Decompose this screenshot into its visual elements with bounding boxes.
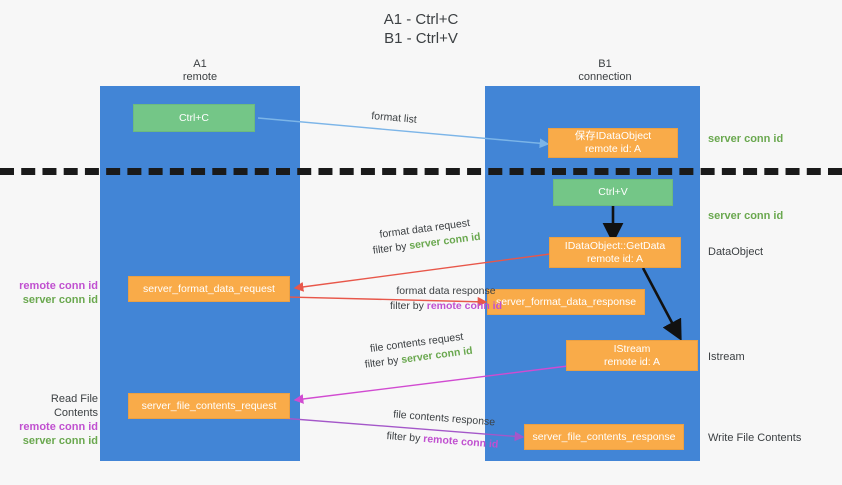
box-idataobject-subtitle: remote id: A — [584, 143, 642, 155]
phase-divider — [0, 168, 842, 175]
label-remote-conn-id-upper: remote conn id — [19, 280, 98, 292]
arrow-format-list — [257, 117, 550, 149]
label-remote-conn-id-lower: remote conn id — [19, 421, 98, 433]
label-conn-ids-upper: remote conn id server conn id — [10, 279, 98, 307]
column-a1-name: A1 — [193, 58, 207, 70]
title-line-2: B1 - Ctrl+V — [384, 30, 458, 47]
box-istream-subtitle: remote id: A — [603, 355, 661, 368]
edge-format-data-response-text: format data response — [396, 285, 496, 297]
box-ctrl-v[interactable]: Ctrl+V — [553, 179, 673, 206]
label-write-file-contents: Write File Contents — [708, 432, 802, 444]
column-b1-name: B1 — [598, 58, 612, 70]
box-ctrl-v-label: Ctrl+V — [598, 186, 628, 198]
box-server-file-contents-response-label: server_file_contents_response — [532, 430, 676, 443]
label-read-file-contents-group: Read File Contents remote conn id server… — [6, 392, 98, 448]
label-server-conn-id-mid: server conn id — [708, 210, 784, 222]
column-a1-subtitle: remote — [182, 71, 218, 83]
box-server-format-data-response[interactable]: server_format_data_response — [487, 289, 645, 315]
column-header-b1: B1 connection — [545, 58, 665, 84]
edge-format-data-request-filter-prefix: filter by — [372, 240, 411, 257]
label-server-conn-id-top: server conn id — [708, 133, 784, 145]
edge-file-contents-request-filter-prefix: filter by — [364, 354, 403, 371]
box-server-file-contents-request-label: server_file_contents_request — [141, 399, 277, 412]
label-server-conn-id-upper: server conn id — [22, 294, 98, 306]
box-idataobject-title: 保存IDataObject — [574, 130, 652, 142]
arrow-file-contents-request — [293, 365, 569, 404]
box-server-format-data-response-label: server_format_data_response — [495, 295, 637, 308]
edge-format-data-response-filter-value: remote conn id — [426, 300, 503, 312]
box-istream-title: IStream — [613, 342, 651, 355]
box-ctrl-c[interactable]: Ctrl+C — [133, 104, 255, 132]
diagram-title: A1 - Ctrl+C B1 - Ctrl+V — [0, 10, 842, 48]
box-getdata-title: IDataObject::GetData — [564, 239, 666, 252]
box-getdata-subtitle: remote id: A — [586, 252, 644, 265]
edge-label-format-data-response: format data response filter by remote co… — [356, 284, 536, 314]
edge-file-contents-response-filter-prefix: filter by — [386, 429, 424, 445]
arrow-format-data-request — [293, 253, 551, 292]
box-server-format-data-request[interactable]: server_format_data_request — [128, 276, 290, 302]
column-header-a1: A1 remote — [140, 58, 260, 84]
box-idataobject-getdata[interactable]: IDataObject::GetData remote id: A — [549, 237, 681, 268]
label-server-conn-id-lower: server conn id — [22, 435, 98, 447]
edge-format-list-text: format list — [370, 109, 418, 126]
box-server-file-contents-request[interactable]: server_file_contents_request — [128, 393, 290, 419]
box-server-file-contents-response[interactable]: server_file_contents_response — [524, 424, 684, 450]
label-istream: Istream — [708, 351, 745, 363]
label-dataobject: DataObject — [708, 246, 764, 258]
label-read-file-contents: Read File Contents — [50, 393, 98, 419]
column-b1-subtitle: connection — [578, 71, 632, 83]
arrow-getdata-to-istream — [641, 267, 682, 341]
edge-format-data-response-filter-prefix: filter by — [389, 300, 427, 312]
box-idataobject[interactable]: 保存IDataObject remote id: A — [548, 128, 678, 158]
box-ctrl-c-label: Ctrl+C — [178, 111, 210, 124]
box-server-format-data-request-label: server_format_data_request — [143, 282, 275, 295]
title-line-1: A1 - Ctrl+C — [383, 11, 459, 28]
box-istream[interactable]: IStream remote id: A — [566, 340, 698, 371]
